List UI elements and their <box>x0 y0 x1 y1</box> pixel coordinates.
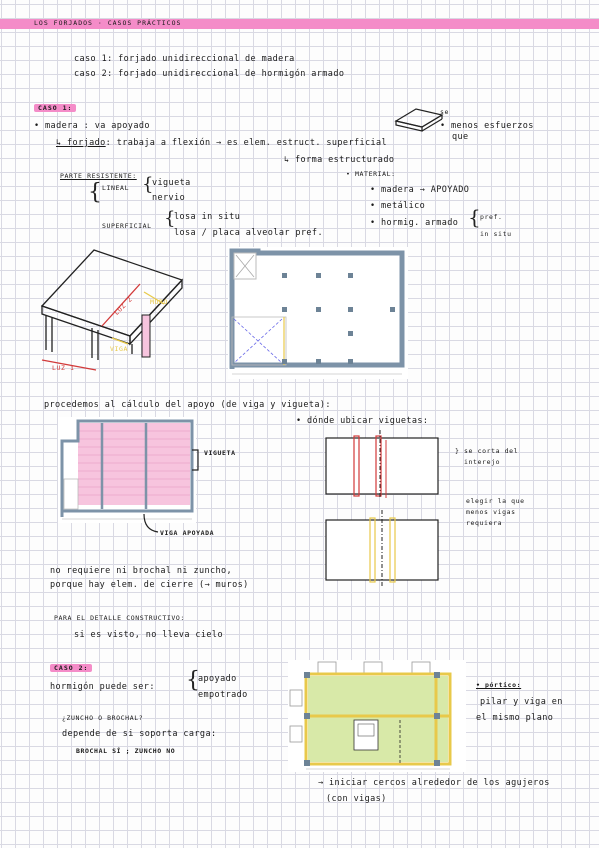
floor-plan-2 <box>58 417 196 523</box>
portico-line3: el mismo plano <box>476 713 554 723</box>
slab-label: se <box>440 108 450 116</box>
note-elegir-1: elegir la que <box>466 497 525 505</box>
note-menos-esfuerzos: • menos esfuerzos <box>440 121 534 131</box>
brace-hormigon: { <box>468 205 481 229</box>
portico-line2: pilar y viga en <box>480 697 563 707</box>
forjado-word: ↳ forjado <box>56 138 106 148</box>
hormigon-item-2: in situ <box>480 230 512 238</box>
caso2-badge: CASO 2: <box>50 664 93 672</box>
option-apoyado: apoyado <box>198 674 237 684</box>
lineal-label: LINEAL <box>102 184 130 192</box>
floor-plan-3 <box>288 660 466 772</box>
label-muro: MURO <box>150 298 169 306</box>
vigueta-diagram-2 <box>325 510 439 586</box>
footer-con-vigas: (con vigas) <box>326 794 387 804</box>
parte-resistente-title: PARTE RESISTENTE: <box>60 172 137 180</box>
portico-label: • pórtico: <box>476 681 522 689</box>
superficial-label: SUPERFICIAL <box>102 222 152 230</box>
si-visto: si es visto, no lleva cielo <box>74 630 223 640</box>
lineal-item-1: vigueta <box>152 178 191 188</box>
brace-parte: { <box>88 180 102 205</box>
donde-ubicar: • dónde ubicar viguetas: <box>296 416 429 426</box>
porque-cierre: porque hay elem. de cierre (→ muros) <box>50 580 249 590</box>
caso1-line2-rest: : trabaja a flexión → es elem. estruct. … <box>105 138 388 148</box>
page-title: LOS FORJADOS · CASOS PRÁCTICOS <box>34 19 182 27</box>
brace-caso2: { <box>186 668 200 693</box>
vigueta-diagram-1 <box>325 430 439 498</box>
material-item-3: • hormig. armado <box>370 218 459 228</box>
section2-title: procedemos al cálculo del apoyo (de viga… <box>44 400 331 410</box>
structure-sketch <box>40 249 184 371</box>
material-title: • MATERIAL: <box>346 170 396 178</box>
material-item-1: • madera → APOYADO <box>370 185 470 195</box>
header-bar: LOS FORJADOS · CASOS PRÁCTICOS <box>0 19 599 29</box>
note-que: que <box>452 132 469 142</box>
brochal-answer: BROCHAL SÍ ; ZUNCHO NO <box>76 747 176 755</box>
vigueta-label: VIGUETA <box>204 449 236 457</box>
footer-iniciar: → iniciar cercos alrededor de los agujer… <box>318 778 550 788</box>
caso1-line3: ↳ forma estructurado <box>284 155 395 165</box>
dim-luz1: LUZ 1 <box>52 364 75 372</box>
caso1-line2: ↳ forjado: trabaja a flexión → es elem. … <box>56 138 387 148</box>
note-elegir-3: requiera <box>466 519 503 527</box>
lineal-item-2: nervio <box>152 193 186 203</box>
viga-apoyada-label: VIGA APOYADA <box>160 529 215 537</box>
detalle-constructivo: PARA EL DETALLE CONSTRUCTIVO: <box>54 614 185 622</box>
slab-sketch <box>394 108 444 132</box>
note-elegir-2: menos vigas <box>466 508 516 516</box>
superficial-item-2: losa / placa alveolar pref. <box>174 228 323 238</box>
intro-caso2: caso 2: forjado unidireccional de hormig… <box>74 69 345 79</box>
vigueta-bracket <box>192 449 199 471</box>
option-empotrado: empotrado <box>198 690 248 700</box>
hormigon-item-1: pref. <box>480 213 503 221</box>
material-item-2: • metálico <box>370 201 426 211</box>
brace-superficial: { <box>164 208 176 229</box>
floor-plan-1 <box>228 247 408 379</box>
caso1-line1: • madera : va apoyado <box>34 121 150 131</box>
caso1-badge: CASO 1: <box>34 104 77 112</box>
intro-caso1: caso 1: forjado unidireccional de madera <box>74 54 295 64</box>
note-corta-b: interejo <box>464 458 501 466</box>
superficial-item-1: losa in situ <box>174 212 241 222</box>
no-requiere: no requiere ni brochal ni zuncho, <box>50 566 233 576</box>
depende-carga: depende de si soporta carga: <box>62 729 217 739</box>
brace-lineal: { <box>142 174 154 195</box>
zuncho-question: ¿ZUNCHO O BROCHAL? <box>62 714 144 722</box>
viga-arrow <box>143 513 159 533</box>
label-viga: VIGA <box>110 345 129 353</box>
hormigon-puede: hormigón puede ser: <box>50 682 155 692</box>
note-corta-a: } se corta del <box>455 447 519 455</box>
